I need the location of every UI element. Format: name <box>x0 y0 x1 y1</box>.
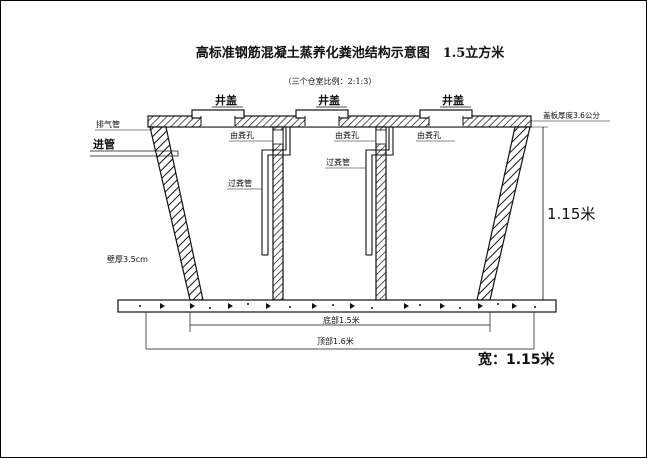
vent-pipe-label: 排气管 <box>96 119 120 129</box>
left-wall <box>149 126 204 301</box>
top-width-dimension <box>145 312 535 350</box>
bottom-width-label: 底部1.5米 <box>323 315 360 325</box>
inlet-pipe <box>90 150 179 157</box>
transfer-pipe-2 <box>365 127 394 256</box>
manhole-3 <box>419 109 473 127</box>
partition-wall-1 <box>272 126 284 301</box>
diagram-title: 高标准钢筋混凝土蒸养化粪池结构示意图 1.5立方米 <box>196 45 506 61</box>
manhole-1 <box>191 109 245 127</box>
diagram-subtitle: （三个仓室比例：2:1:3） <box>284 76 377 86</box>
top-width-label: 顶部1.6米 <box>317 336 354 346</box>
overflow-hole-label-1: 由粪孔 <box>230 130 254 140</box>
base-slab <box>117 299 557 313</box>
inlet-pipe-label: 进管 <box>93 137 115 151</box>
transfer-pipe-1 <box>261 127 291 256</box>
right-wall <box>476 126 531 301</box>
width-label: 宽：1.15米 <box>478 351 556 368</box>
overflow-hole-label-2: 由粪孔 <box>335 130 359 140</box>
overflow-hole-label-3: 由粪孔 <box>417 130 441 140</box>
partition-wall-2 <box>375 126 387 301</box>
base-slab-aggregate <box>139 303 536 309</box>
well-cover-label-1: 井盖 <box>215 93 237 107</box>
well-cover-label-2: 井盖 <box>318 93 340 107</box>
wall-thickness-label: 壁厚3.5cm <box>107 254 148 264</box>
cover-thickness-label: 盖板厚度3.6公分 <box>543 110 600 120</box>
bottom-width-dimension <box>189 312 491 332</box>
height-label: 1.15米 <box>547 205 595 223</box>
well-cover-label-3: 井盖 <box>442 93 464 107</box>
manhole-2 <box>295 109 349 127</box>
transfer-pipe-label-1: 过粪管 <box>228 178 252 188</box>
transfer-pipe-label-2: 过粪管 <box>326 157 350 167</box>
